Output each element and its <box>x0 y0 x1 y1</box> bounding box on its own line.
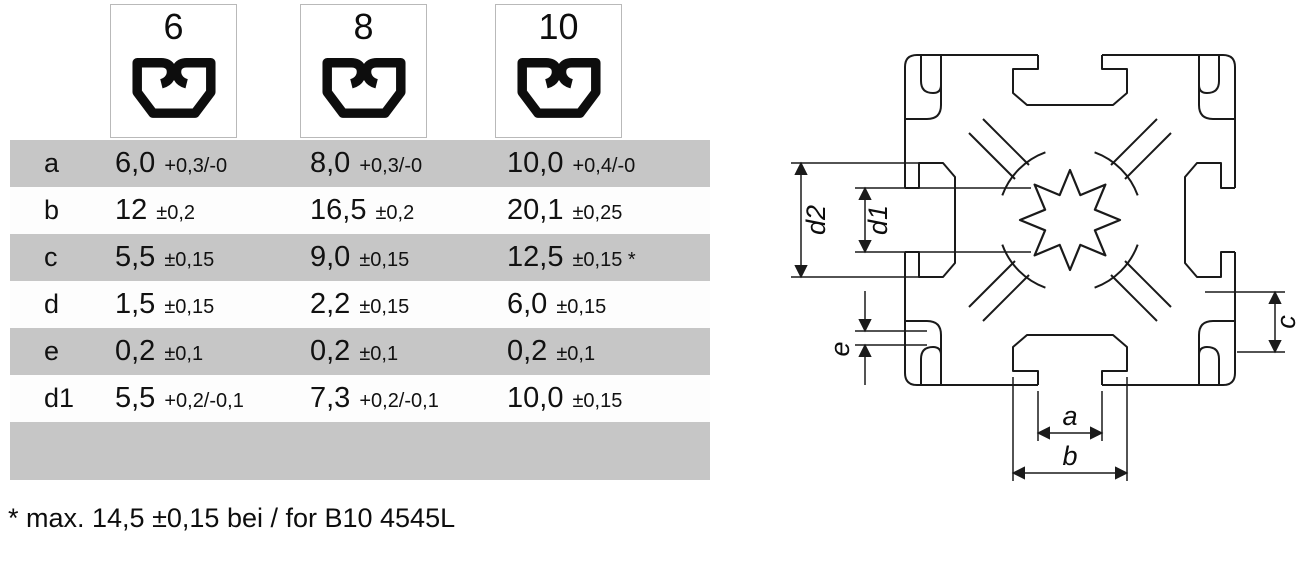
value-tolerance: +0,2/-0,1 <box>359 390 439 412</box>
table-row: c 5,5 ±0,15 9,0 ±0,15 12,5 ±0,15 * <box>10 234 710 281</box>
value-main: 5,5 <box>115 382 156 414</box>
profile-cross-section-drawing: d2 d1 e c a b <box>791 54 1301 481</box>
dimension-value: 8,0 +0,3/-0 <box>300 147 497 180</box>
value-tolerance: ±0,15 <box>164 249 215 271</box>
dimension-value: 7,3 +0,2/-0,1 <box>300 382 497 415</box>
dimension-value: 12 ±0,2 <box>105 194 300 227</box>
slot-size-label: 6 <box>163 6 184 47</box>
value-tolerance: ±0,15 <box>359 296 410 318</box>
value-main: 10,0 <box>507 382 564 414</box>
t-slot-profile-icon <box>131 57 216 118</box>
value-tolerance: ±0,2 <box>156 202 196 224</box>
value-tolerance: ±0,15 <box>572 390 623 412</box>
dimension-value: 5,5 +0,2/-0,1 <box>105 382 300 415</box>
row-label: b <box>44 195 60 225</box>
value-tolerance: +0,4/-0 <box>572 155 636 177</box>
footnote: * max. 14,5 ±0,15 bei / for B10 4545L <box>8 503 456 533</box>
value-main: 10,0 <box>507 147 564 179</box>
dim-label-d2: d2 <box>801 205 831 235</box>
value-tolerance: +0,3/-0 <box>164 155 228 177</box>
value-main: 1,5 <box>115 288 156 320</box>
slot-size-label: 8 <box>353 6 374 47</box>
dimension-value: 6,0 ±0,15 <box>497 288 710 321</box>
dimension-value: 9,0 ±0,15 <box>300 241 497 274</box>
dim-label-c: c <box>1271 315 1301 329</box>
dimension-value: 0,2 ±0,1 <box>105 335 300 368</box>
value-tolerance: ±0,25 <box>572 202 623 224</box>
dimension-value: 1,5 ±0,15 <box>105 288 300 321</box>
value-main: 7,3 <box>310 382 351 414</box>
value-tolerance: +0,3/-0 <box>359 155 423 177</box>
t-slot-profile-icon <box>516 57 601 118</box>
value-main: 16,5 <box>310 194 367 226</box>
dimension-value: 0,2 ±0,1 <box>497 335 710 368</box>
value-tolerance: ±0,15 <box>164 296 215 318</box>
value-main: 9,0 <box>310 241 351 273</box>
profile-icon-box-6: 6 <box>110 4 237 138</box>
dimension-value: 0,2 ±0,1 <box>300 335 497 368</box>
value-tolerance: ±0,1 <box>359 343 399 365</box>
value-main: 0,2 <box>310 335 351 367</box>
dim-label-d1: d1 <box>863 205 893 235</box>
dimension-value: 16,5 ±0,2 <box>300 194 497 227</box>
value-main: 20,1 <box>507 194 564 226</box>
table-row: a 6,0 +0,3/-0 8,0 +0,3/-0 10,0 +0,4/-0 <box>10 140 710 187</box>
row-label: a <box>44 148 60 178</box>
value-main: 6,0 <box>507 288 548 320</box>
value-tolerance: ±0,1 <box>164 343 204 365</box>
value-tolerance: ±0,15 <box>359 249 410 271</box>
value-main: 8,0 <box>310 147 351 179</box>
profile-icon-box-8: 8 <box>300 4 427 138</box>
value-main: 6,0 <box>115 147 156 179</box>
table-row: e 0,2 ±0,1 0,2 ±0,1 0,2 ±0,1 <box>10 328 710 375</box>
dim-label-e: e <box>825 341 855 356</box>
value-main: 0,2 <box>507 335 548 367</box>
value-main: 5,5 <box>115 241 156 273</box>
row-label: d1 <box>44 383 75 413</box>
value-main: 0,2 <box>115 335 156 367</box>
center-bore-star <box>1018 168 1122 272</box>
dim-label-a: a <box>1062 401 1077 431</box>
value-tolerance: ±0,1 <box>556 343 596 365</box>
value-tolerance: ±0,15 <box>556 296 607 318</box>
dimension-value: 5,5 ±0,15 <box>105 241 300 274</box>
t-slot-profile-icon <box>321 57 406 118</box>
value-main: 12,5 <box>507 241 564 273</box>
dimension-value: 12,5 ±0,15 * <box>497 241 710 274</box>
value-tolerance: ±0,2 <box>375 202 415 224</box>
slot-size-label: 10 <box>538 6 579 47</box>
table-row: d1 5,5 +0,2/-0,1 7,3 +0,2/-0,1 10,0 ±0,15 <box>10 375 710 422</box>
value-tolerance: ±0,15 * <box>572 249 636 271</box>
row-label: d <box>44 289 60 319</box>
dim-label-b: b <box>1062 441 1077 471</box>
value-main: 2,2 <box>310 288 351 320</box>
dimension-value: 2,2 ±0,15 <box>300 288 497 321</box>
dimension-value: 20,1 ±0,25 <box>497 194 710 227</box>
dimension-value: 6,0 +0,3/-0 <box>105 147 300 180</box>
row-label: c <box>44 242 58 272</box>
value-main: 12 <box>115 194 148 226</box>
dimension-value: 10,0 +0,4/-0 <box>497 147 710 180</box>
table-row: d 1,5 ±0,15 2,2 ±0,15 6,0 ±0,15 <box>10 281 710 328</box>
profile-icon-box-10: 10 <box>495 4 622 138</box>
value-tolerance: +0,2/-0,1 <box>164 390 244 412</box>
table-row: b 12 ±0,2 16,5 ±0,2 20,1 ±0,25 <box>10 187 710 234</box>
dimension-value: 10,0 ±0,15 <box>497 382 710 415</box>
dimension-table: a 6,0 +0,3/-0 8,0 +0,3/-0 10,0 +0,4/-0 b 12… <box>10 140 710 480</box>
row-label: e <box>44 336 60 366</box>
